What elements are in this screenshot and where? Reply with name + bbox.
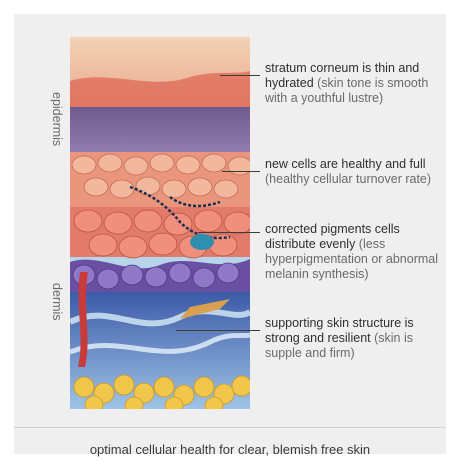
annotation-stratum-corneum: stratum corneum is thin and hydrated (sk… <box>265 61 450 106</box>
diagram-caption: optimal cellular health for clear, blemi… <box>14 442 446 457</box>
skin-cross-section-illustration <box>70 37 250 409</box>
leader-line-1 <box>220 75 260 76</box>
leader-line-3 <box>198 232 260 233</box>
dermis-label: dermis <box>50 283 64 321</box>
annotation-2-bold: new cells are healthy and full <box>265 157 426 171</box>
annotation-pigment-cells: corrected pigments cells distribute even… <box>265 222 450 282</box>
annotation-skin-structure: supporting skin structure is strong and … <box>265 316 450 361</box>
leader-line-4 <box>176 330 260 331</box>
annotation-2-detail: (healthy cellular turnover rate) <box>265 172 431 186</box>
leader-line-2 <box>222 171 260 172</box>
caption-divider <box>14 427 446 428</box>
epidermis-label: epidermis <box>50 92 64 146</box>
annotation-new-cells: new cells are healthy and full (healthy … <box>265 157 450 187</box>
